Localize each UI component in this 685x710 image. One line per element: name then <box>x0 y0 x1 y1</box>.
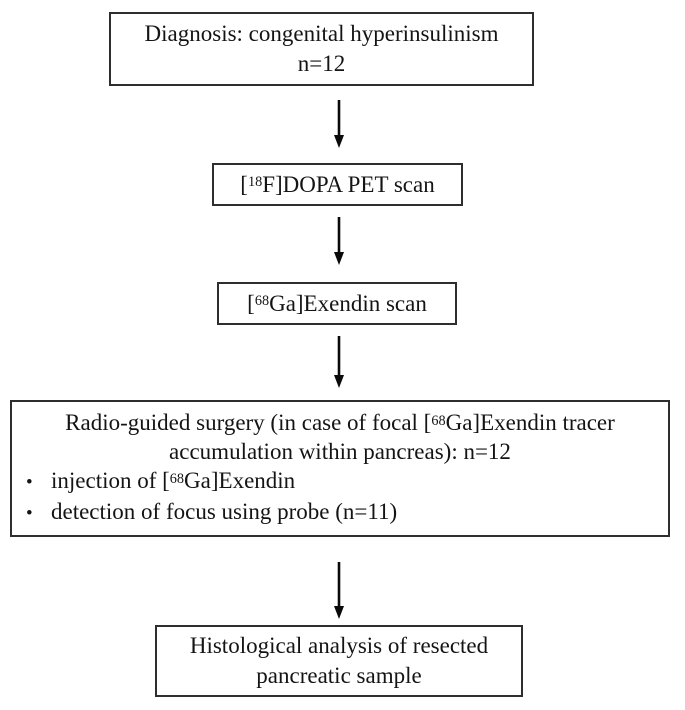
bullet-item: • detection of focus using probe (n=11) <box>12 497 668 528</box>
arrow-down-icon <box>334 336 344 388</box>
box-text-line: [68Ga]Exendin scan <box>247 290 427 316</box>
arrow-down-icon <box>334 562 344 619</box>
flow-box-ga-exendin-scan: [68Ga]Exendin scan <box>217 282 457 325</box>
flow-box-fdopa-pet-scan: [18F]DOPA PET scan <box>212 163 463 206</box>
bullet-text: injection of [68Ga]Exendin <box>51 468 296 493</box>
bullet-text: detection of focus using probe (n=11) <box>51 499 398 524</box>
bullet-marker: • <box>26 503 33 524</box>
flow-box-diagnosis: Diagnosis: congenital hyperinsulinism n=… <box>109 12 534 86</box>
box-text-line: pancreatic sample <box>256 663 422 688</box>
box-text-line: accumulation within pancreas): n=12 <box>169 439 511 464</box>
box-text-line: n=12 <box>297 51 346 76</box>
bullet-marker: • <box>26 472 33 493</box>
bullet-item: • injection of [68Ga]Exendin <box>12 466 668 497</box>
box-text-line: Histological analysis of resected <box>189 633 489 658</box>
flow-box-histological-analysis: Histological analysis of resected pancre… <box>155 625 523 697</box>
arrow-down-icon <box>334 217 344 265</box>
box-text-line: [18F]DOPA PET scan <box>240 171 435 197</box>
box-text-line: Radio-guided surgery (in case of focal [… <box>65 410 615 435</box>
arrow-down-icon <box>334 100 344 148</box>
flow-box-radio-guided-surgery: Radio-guided surgery (in case of focal [… <box>10 400 670 537</box>
box-text-line: Diagnosis: congenital hyperinsulinism <box>144 21 499 46</box>
